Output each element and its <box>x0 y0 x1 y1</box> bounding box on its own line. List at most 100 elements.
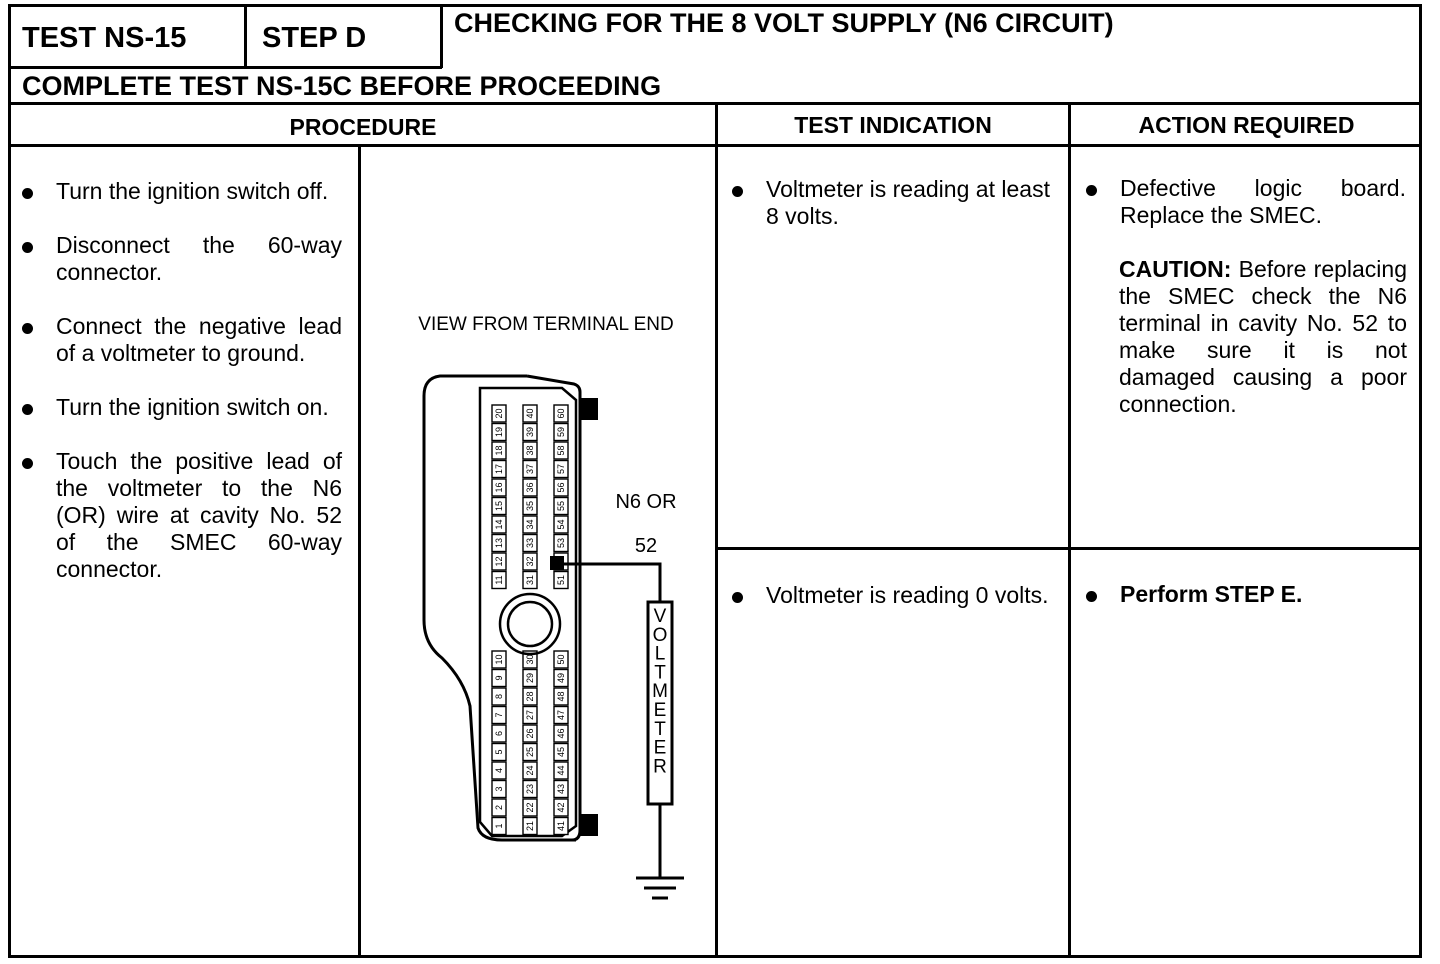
pin-cavity-6 <box>491 724 507 743</box>
pin-cavity-22 <box>522 798 538 817</box>
action-item: Defective logic board. Replace the SMEC. <box>1086 175 1406 229</box>
pin-cavity-34 <box>522 515 538 534</box>
pin-cavity-10 <box>491 650 507 669</box>
pin-number: 54 <box>556 519 566 529</box>
pin-number: 30 <box>525 654 535 664</box>
pin-cavity-20 <box>491 404 507 423</box>
pin-number: 5 <box>494 749 504 754</box>
voltmeter-letter: E <box>654 738 667 759</box>
caution-note: CAUTION: Before replacing the SMEC check… <box>1119 256 1407 417</box>
pin-number: 11 <box>494 575 504 584</box>
pin-number: 44 <box>556 765 566 775</box>
bullet-icon <box>1086 591 1097 602</box>
pin-cavity-24 <box>522 761 538 780</box>
pin-cavity-32 <box>522 552 538 571</box>
pin-cavity-5 <box>491 742 507 762</box>
pin-number: 39 <box>525 427 535 437</box>
action-item: Perform STEP E. <box>1086 581 1406 608</box>
pin-number: 43 <box>556 784 566 794</box>
test-indication-heading: TEST INDICATION <box>794 112 992 138</box>
bullet-icon <box>22 188 33 199</box>
pin-number: 40 <box>525 408 535 418</box>
pin-number: 23 <box>525 784 535 794</box>
pin-cavity-9 <box>491 668 507 688</box>
voltmeter-letter: V <box>654 606 667 627</box>
pin-cavity-40 <box>522 404 538 423</box>
pin-cavity-19 <box>491 422 507 442</box>
header-divider <box>440 4 443 68</box>
pin-number: 25 <box>525 747 535 757</box>
pin-cavity-42 <box>553 798 569 817</box>
pin-cavity-45 <box>553 742 569 762</box>
header-divider <box>8 66 442 69</box>
pin-number: 48 <box>556 691 566 701</box>
procedure-step: Turn the ignition switch off. <box>22 178 342 205</box>
pin-cavity-58 <box>553 441 569 460</box>
pin-cavity-13 <box>491 533 507 553</box>
pin-cavity-18 <box>491 441 507 460</box>
pin-number: 29 <box>525 673 535 683</box>
pin-number: 3 <box>494 786 504 791</box>
pin-number: 49 <box>556 673 566 683</box>
pin-cavity-43 <box>553 779 569 799</box>
prerequisite-note: COMPLETE TEST NS-15C BEFORE PROCEEDING <box>22 71 662 101</box>
pin-number: 37 <box>525 464 535 474</box>
pin-cavity-21 <box>522 816 538 836</box>
probe-wire <box>564 562 662 602</box>
pin-cavity-27 <box>522 705 538 725</box>
pin-cavity-8 <box>491 687 507 706</box>
pin-cavity-57 <box>553 459 569 479</box>
pin-number: 8 <box>494 694 504 699</box>
connector-diagram: VIEW FROM TERMINAL END 11121314151617181… <box>418 314 684 900</box>
pin-number: 27 <box>525 710 535 720</box>
view-label: VIEW FROM TERMINAL END <box>418 314 673 335</box>
pin-number: 17 <box>494 464 504 474</box>
pin-cavity-11 <box>491 570 507 590</box>
pin-cavity-53 <box>553 533 569 553</box>
bullet-icon <box>732 592 743 603</box>
action-required-heading: ACTION REQUIRED <box>1138 112 1355 138</box>
latch-bottom <box>580 814 598 836</box>
pin-number: 60 <box>556 408 566 418</box>
pin-cavity-31 <box>522 570 538 590</box>
bullet-icon <box>22 242 33 253</box>
pin-number: 41 <box>556 821 566 831</box>
pin-number: 12 <box>494 556 504 566</box>
pin-cavity-60 <box>553 404 569 423</box>
pin-number: 21 <box>525 821 535 831</box>
voltmeter-letter: R <box>653 756 667 777</box>
procedure-step: Connect the negative lead of a voltmeter… <box>22 313 342 367</box>
pin-number: 59 <box>556 427 566 437</box>
header-divider <box>244 4 247 68</box>
voltmeter <box>646 600 674 806</box>
connector-housing <box>422 374 576 842</box>
voltmeter-letter: L <box>655 644 666 665</box>
column-divider <box>1068 102 1071 958</box>
latch-top <box>580 398 598 420</box>
pin-number: 22 <box>525 802 535 812</box>
pin-number: 20 <box>494 408 504 418</box>
column-divider <box>358 144 361 958</box>
pin-number: 24 <box>525 765 535 775</box>
procedure-list: Turn the ignition switch off. Disconnect… <box>22 178 342 610</box>
pin-cavity-54 <box>553 515 569 534</box>
pin-cavity-41 <box>553 816 569 836</box>
test-id: TEST NS-15 <box>22 22 187 54</box>
pin-number: 10 <box>494 654 504 664</box>
bullet-icon <box>732 186 743 197</box>
pin-number: 19 <box>494 427 504 437</box>
pin-cavity-33 <box>522 533 538 553</box>
voltmeter-letter: M <box>652 681 668 702</box>
pin-cavity-39 <box>522 422 538 442</box>
result-row-divider <box>715 547 1422 550</box>
indication-item: Voltmeter is reading at least 8 volts. <box>732 176 1050 230</box>
procedure-heading: PROCEDURE <box>289 114 437 140</box>
pin-number: 31 <box>525 575 535 585</box>
pin-cavity-36 <box>522 478 538 497</box>
pin-number: 15 <box>494 501 504 511</box>
pin-cavity-7 <box>491 705 507 725</box>
connector-body <box>478 386 578 838</box>
pin-cavity-46 <box>553 724 569 743</box>
pin-cavity-29 <box>522 668 538 688</box>
pin-cavity-49 <box>553 668 569 688</box>
